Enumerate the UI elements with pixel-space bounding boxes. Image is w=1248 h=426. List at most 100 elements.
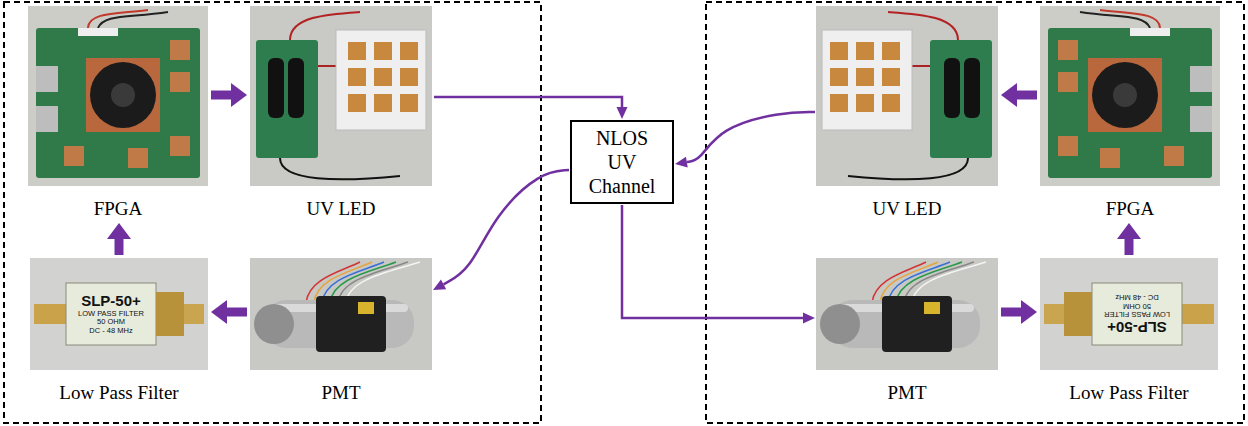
part-marking: DC - 48 MHz <box>1115 292 1158 301</box>
block-arrow <box>115 239 124 255</box>
photo-group <box>250 6 432 186</box>
photo-frame <box>250 258 432 370</box>
led-chip <box>400 68 418 86</box>
component-photo: SLP-50+LOW PASS FILTER50 OHMDC - 48 MHzL… <box>1040 258 1218 404</box>
led-chip <box>882 94 900 112</box>
block-arrow <box>1017 91 1037 100</box>
led-chip <box>400 94 418 112</box>
board-connector <box>1130 28 1170 36</box>
circuit-board <box>1048 28 1212 178</box>
led-chip <box>374 42 392 60</box>
subsystem-frame <box>4 2 541 423</box>
photo-group <box>28 6 208 186</box>
chip-heatsink <box>128 148 148 168</box>
component-photo: PMT <box>816 258 998 404</box>
led-board <box>336 30 426 130</box>
board-connector <box>36 66 58 92</box>
photo-group <box>816 6 998 186</box>
photo-background <box>1040 6 1220 186</box>
sticker <box>358 302 374 314</box>
wire <box>280 158 400 179</box>
part-marking: LOW PASS FILTER <box>78 310 144 319</box>
channel-path <box>622 205 803 318</box>
filter-body <box>66 283 156 345</box>
capacitor <box>964 58 980 118</box>
photo-illustration <box>250 258 432 370</box>
chip-heatsink <box>1058 72 1078 92</box>
component-photo: UV LED <box>250 6 432 220</box>
wire <box>98 12 168 28</box>
photo-illustration <box>816 258 998 370</box>
tube-window <box>820 304 860 344</box>
cooling-fan <box>1092 62 1158 128</box>
led-chip <box>400 42 418 60</box>
part-marking: 50 OHM <box>97 318 125 327</box>
led-chip <box>830 42 848 60</box>
board-connector <box>78 28 118 36</box>
chip-heatsink <box>170 40 190 60</box>
chip-heatsink <box>1164 146 1184 166</box>
heatsink <box>86 58 160 132</box>
photo-background <box>816 258 998 370</box>
sma-connector <box>1182 304 1214 324</box>
wire <box>1080 12 1150 28</box>
wire <box>848 158 968 179</box>
channel-path <box>434 97 622 107</box>
board-connector <box>36 106 58 132</box>
filter-body <box>1092 283 1182 345</box>
led-chip <box>856 68 874 86</box>
photo-illustration <box>28 6 208 186</box>
part-marking: SLP-50+ <box>81 292 141 309</box>
component-photo: FPGA <box>1040 6 1220 220</box>
board-connector <box>1190 66 1212 92</box>
photo-background <box>1040 258 1218 370</box>
led-chip <box>374 94 392 112</box>
photo-frame <box>816 258 998 370</box>
photo-group <box>250 258 432 370</box>
part-marking: LOW PASS FILTER <box>1104 310 1170 319</box>
component-caption: UV LED <box>250 198 432 220</box>
led-chip <box>830 94 848 112</box>
capacitor <box>944 58 960 118</box>
chip-heatsink <box>170 136 190 156</box>
part-marking: SLP-50+ <box>1107 318 1167 335</box>
photo-background <box>250 258 432 370</box>
component-photo: PMT <box>250 258 432 404</box>
led-chip <box>348 42 366 60</box>
chip-heatsink <box>64 146 84 166</box>
tube-window <box>254 304 294 344</box>
component-caption: FPGA <box>1040 198 1220 220</box>
photo-group <box>30 258 208 370</box>
sma-connector <box>34 304 66 324</box>
fan-hub <box>1113 83 1137 107</box>
block-arrow <box>1125 239 1134 255</box>
photo-background <box>250 6 432 186</box>
photo-frame <box>28 6 208 186</box>
chip-heatsink <box>170 72 190 92</box>
filter-sticker-text: SLP-50+LOW PASS FILTER50 OHMDC - 48 MHz <box>1092 283 1182 345</box>
led-chip <box>856 42 874 60</box>
photo-frame <box>816 6 998 186</box>
channel-box: NLOS UV Channel <box>570 120 674 204</box>
component-caption: PMT <box>816 382 998 404</box>
sma-connector <box>1044 304 1064 324</box>
component-caption: Low Pass Filter <box>30 382 208 404</box>
filter-sticker-text: SLP-50+LOW PASS FILTER50 OHMDC - 48 MHz <box>66 283 156 345</box>
part-marking: 50 OHM <box>1123 301 1151 310</box>
photo-illustration <box>250 6 432 186</box>
led-chip <box>348 68 366 86</box>
component-photo: FPGA <box>28 6 208 220</box>
led-chip <box>374 68 392 86</box>
wire <box>1100 10 1160 28</box>
driver-board <box>930 40 992 158</box>
wire <box>88 10 148 28</box>
photo-group <box>816 258 998 370</box>
photo-group <box>1040 258 1218 370</box>
photo-background <box>816 6 998 186</box>
photo-background <box>28 6 208 186</box>
fan-hub <box>111 83 135 107</box>
led-board <box>822 30 912 130</box>
wire <box>912 65 930 67</box>
brass-nut <box>156 292 184 336</box>
